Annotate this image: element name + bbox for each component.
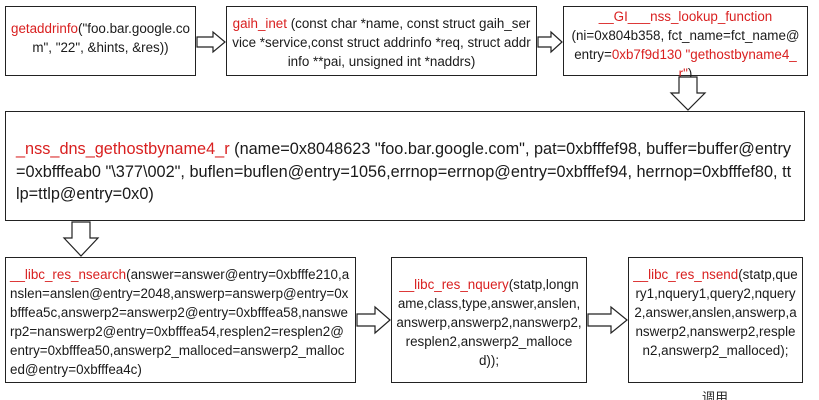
nss-lookup-fn-name: __GI___nss_lookup_function <box>598 9 773 24</box>
nss-lookup-args-end: ) <box>687 66 693 81</box>
getaddrinfo-args: ("foo.bar.google.com", "22", &hints, &re… <box>32 21 190 55</box>
nss-lookup-args: (ni=0x804b358, fct_name=fct_name@entry= <box>571 28 800 62</box>
res-nsearch-fn-name: __libc_res_nsearch <box>10 267 127 282</box>
nss-lookup-fct-value: 0xb7f9d130 "gethostbyname4_r" <box>611 47 797 81</box>
gaih-inet-args: (const char *name, const struct gaih_ser… <box>232 16 531 69</box>
res-nsend-args: (statp,query1,nquery1,query2,nquery2,ans… <box>634 267 798 358</box>
res-nsend-fn-name: __libc_res_nsend <box>633 267 739 282</box>
res-nsearch-args: (answer=answer@entry=0xbfffe210,anslen=a… <box>10 267 350 377</box>
arrow-right-1 <box>196 30 226 54</box>
nss-dns-gethostbyname4-box: _nss_dns_gethostbyname4_r (name=0x804862… <box>5 111 805 221</box>
gaih-inet-box: gaih_inet (const char *name, const struc… <box>226 6 537 76</box>
arrow-down-2 <box>62 221 100 257</box>
nss-dns-fn-name: _nss_dns_gethostbyname4_r <box>16 140 230 158</box>
arrow-down-1 <box>669 76 707 111</box>
arrow-right-3 <box>356 305 391 335</box>
arrow-right-4 <box>587 305 628 335</box>
res-nsearch-box: __libc_res_nsearch(answer=answer@entry=0… <box>5 257 356 383</box>
res-nsend-box: __libc_res_nsend(statp,query1,nquery1,qu… <box>628 257 803 383</box>
arrow-right-2 <box>537 30 563 54</box>
nss-dns-args: (name=0x8048623 "foo.bar.google.com", pa… <box>16 140 792 203</box>
getaddrinfo-fn-name: getaddrinfo <box>11 21 79 36</box>
res-nquery-box: __libc_res_nquery(statp,longname,class,t… <box>391 257 587 383</box>
footer-call-label: 调用 <box>702 391 729 400</box>
getaddrinfo-box: getaddrinfo("foo.bar.google.com", "22", … <box>5 6 196 76</box>
res-nquery-fn-name: __libc_res_nquery <box>399 277 509 292</box>
gaih-inet-fn-name: gaih_inet <box>232 16 287 31</box>
res-nquery-args: (statp,longname,class,type,answer,anslen… <box>396 277 582 368</box>
nss-lookup-function-box: __GI___nss_lookup_function (ni=0x804b358… <box>563 6 808 81</box>
